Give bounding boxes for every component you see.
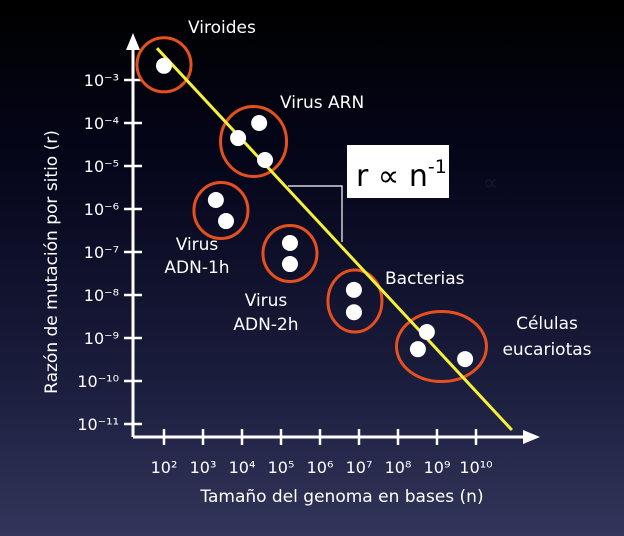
x-tick-label: 10³ <box>190 458 217 477</box>
formula-text: r ∝ n <box>356 159 428 194</box>
label-celulas-l2: eucariotas <box>502 340 591 360</box>
data-point <box>251 115 268 131</box>
x-axis-label: Tamaño del genoma en bases (n) <box>199 487 483 507</box>
x-tick-label: 10⁷ <box>346 458 373 477</box>
x-tick-label: 10⁵ <box>268 458 295 477</box>
x-axis-arrow-icon <box>523 430 540 444</box>
x-tick-label: 10¹⁰ <box>459 458 492 477</box>
data-point <box>156 57 172 74</box>
y-tick-label: 10⁻¹⁰ <box>77 372 119 391</box>
y-tick-label: 10⁻⁹ <box>84 329 119 348</box>
data-point <box>345 281 362 298</box>
fit-line <box>155 47 513 432</box>
faint-proportional-symbol: ∝ <box>483 171 499 196</box>
label-virus-adn-2h-l2: ADN-2h <box>233 315 298 335</box>
group-circle <box>192 181 250 241</box>
y-tick-label: 10⁻⁴ <box>84 114 119 133</box>
formula-box: r ∝ n-1 <box>347 145 449 198</box>
formula-box-bg <box>347 145 449 198</box>
y-tick-label: 10⁻¹¹ <box>77 415 119 434</box>
label-virus-arn: Virus ARN <box>280 93 364 113</box>
data-point <box>257 151 274 168</box>
label-virus-adn-1h-l1: Virus <box>176 235 219 255</box>
data-point <box>345 304 362 321</box>
y-tick-label: 10⁻⁵ <box>84 157 119 176</box>
data-point <box>457 351 474 368</box>
y-tick-label: 10⁻³ <box>84 71 119 90</box>
y-tick-label: 10⁻⁸ <box>84 286 119 305</box>
data-point <box>207 191 224 208</box>
data-point <box>418 323 435 340</box>
label-virus-adn-2h-l1: Virus <box>245 291 288 311</box>
group-circle <box>135 36 193 94</box>
data-point <box>218 213 235 230</box>
data-point <box>409 341 426 358</box>
svg-text:r ∝ n-1: r ∝ n-1 <box>356 156 447 194</box>
y-axis-arrow-icon <box>126 33 140 50</box>
group-circle <box>394 310 488 384</box>
x-tick-label: 10² <box>151 458 178 477</box>
y-tick-label: 10⁻⁶ <box>84 200 119 219</box>
x-tick-label: 10⁴ <box>229 458 256 477</box>
group-circle <box>326 268 384 334</box>
label-bacterias: Bacterias <box>385 269 465 289</box>
y-tick-label: 10⁻⁷ <box>84 243 119 262</box>
x-tick-label: 10⁶ <box>307 458 334 477</box>
group-circle <box>219 104 289 178</box>
label-celulas-l1: Células <box>516 314 578 334</box>
group-circle <box>261 224 319 284</box>
slope-bracket-line <box>288 185 343 242</box>
y-axis-label: Razón de mutación por sitio (r) <box>42 130 62 394</box>
slope-bracket <box>288 185 343 242</box>
x-tick-label: 10⁹ <box>424 458 451 477</box>
data-point <box>281 234 298 251</box>
data-point <box>230 130 247 147</box>
label-viroides: Viroides <box>188 18 256 38</box>
label-virus-adn-1h-l2: ADN-1h <box>164 258 229 278</box>
x-tick-label: 10⁸ <box>385 458 412 477</box>
data-point <box>281 256 298 273</box>
formula-exponent: -1 <box>428 156 447 178</box>
